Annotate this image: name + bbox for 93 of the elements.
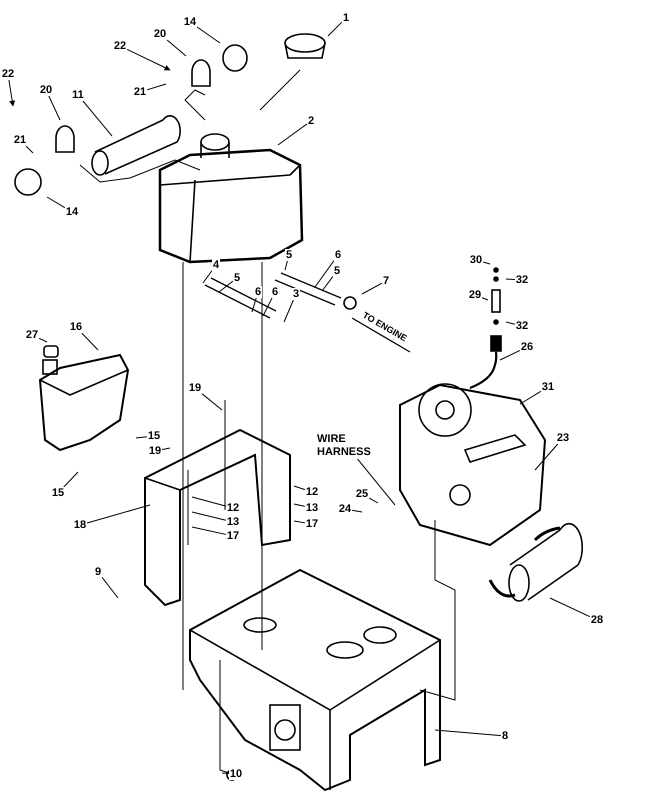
leader-line	[192, 512, 226, 521]
callout-number: 23	[556, 432, 570, 444]
leader-line	[192, 526, 226, 535]
leader-line	[506, 278, 516, 280]
callout-number: 5	[232, 272, 242, 284]
leader-line	[86, 504, 150, 524]
callout-number: 21	[132, 86, 148, 98]
callout-number: 20	[38, 84, 54, 96]
callout-number: 25	[354, 488, 370, 500]
callout-number: 16	[68, 321, 84, 333]
leader-line	[368, 498, 378, 504]
callout-number: 1	[342, 12, 350, 24]
callout-number: 32	[514, 320, 530, 332]
leader-line	[102, 576, 118, 598]
callout-number: 9	[94, 566, 102, 578]
callout-number: 14	[64, 206, 80, 218]
callout-number: 3	[292, 288, 300, 300]
leader-line	[222, 772, 230, 774]
leader-line	[48, 96, 60, 120]
leader-line	[314, 260, 334, 288]
callout-number: 7	[382, 275, 390, 287]
callout-number: 22	[0, 68, 16, 80]
callout-number: 5	[332, 265, 342, 277]
leader-line	[294, 504, 306, 507]
leader-line	[294, 486, 306, 490]
callout-number: 32	[514, 274, 530, 286]
leader-line	[252, 298, 257, 312]
leader-line	[482, 297, 488, 300]
leader-line	[328, 22, 342, 36]
callout-number: 10	[228, 768, 244, 780]
leader-line	[284, 260, 288, 270]
callout-number: 17	[304, 518, 320, 530]
leader-line	[202, 270, 212, 284]
callout-number: 29	[468, 289, 482, 301]
leader-line	[146, 84, 166, 90]
callout-number: 4	[212, 259, 220, 271]
callout-number: 13	[226, 516, 240, 528]
callout-number: 15	[146, 430, 162, 442]
leader-line	[82, 100, 112, 136]
callout-number: 22	[112, 40, 128, 52]
leader-line	[81, 332, 98, 350]
callout-number: 17	[226, 530, 240, 542]
callout-number: 6	[254, 286, 262, 298]
leader-line	[196, 26, 220, 44]
leader-line	[357, 458, 396, 506]
leader-line	[166, 40, 186, 56]
callout-number: 11	[71, 89, 85, 101]
callout-number: 27	[24, 329, 40, 341]
callout-number: 20	[152, 28, 168, 40]
callout-number: 6	[270, 286, 280, 298]
callout-number: 5	[284, 249, 294, 261]
callout-number: 31	[540, 381, 556, 393]
callout-number: 24	[338, 503, 352, 515]
leader-line	[218, 280, 234, 292]
leader-line	[46, 196, 66, 208]
leader-line	[294, 520, 306, 524]
callout-number: 2	[306, 115, 316, 127]
leader-line	[8, 80, 16, 107]
leader-line	[352, 510, 362, 512]
callout-number: 13	[304, 502, 320, 514]
leader-line	[534, 444, 558, 470]
callout-number: 30	[468, 254, 484, 266]
leader-line	[192, 496, 226, 507]
leader-line	[278, 123, 308, 146]
callout-number: 19	[188, 382, 202, 394]
leader-line	[63, 472, 78, 488]
callout-number: 19	[148, 445, 162, 457]
leader-line	[550, 598, 590, 618]
leader-line	[434, 730, 502, 736]
callout-number: 6	[334, 249, 342, 261]
leader-line	[136, 436, 148, 438]
callout-number: 8	[500, 730, 510, 742]
callout-number: 14	[182, 16, 198, 28]
leader-line	[26, 146, 34, 154]
leader-line	[126, 48, 171, 70]
callout-number: 18	[72, 519, 88, 531]
callout-number: 28	[590, 614, 604, 626]
leader-line	[262, 298, 272, 316]
leader-line	[162, 448, 170, 450]
callout-number: 26	[520, 341, 534, 353]
callout-number: 15	[50, 487, 66, 499]
leader-line	[284, 300, 294, 322]
leader-line	[500, 350, 520, 360]
leader-line	[38, 338, 48, 342]
leader-line	[362, 282, 382, 294]
leader-line	[506, 322, 516, 325]
leader-line	[482, 262, 490, 264]
leader-line	[202, 393, 222, 410]
callout-number: 12	[304, 486, 320, 498]
callout-number: 21	[12, 134, 28, 146]
leader-line	[520, 390, 542, 404]
callout-number: 12	[226, 502, 240, 514]
leader-line	[322, 276, 334, 292]
